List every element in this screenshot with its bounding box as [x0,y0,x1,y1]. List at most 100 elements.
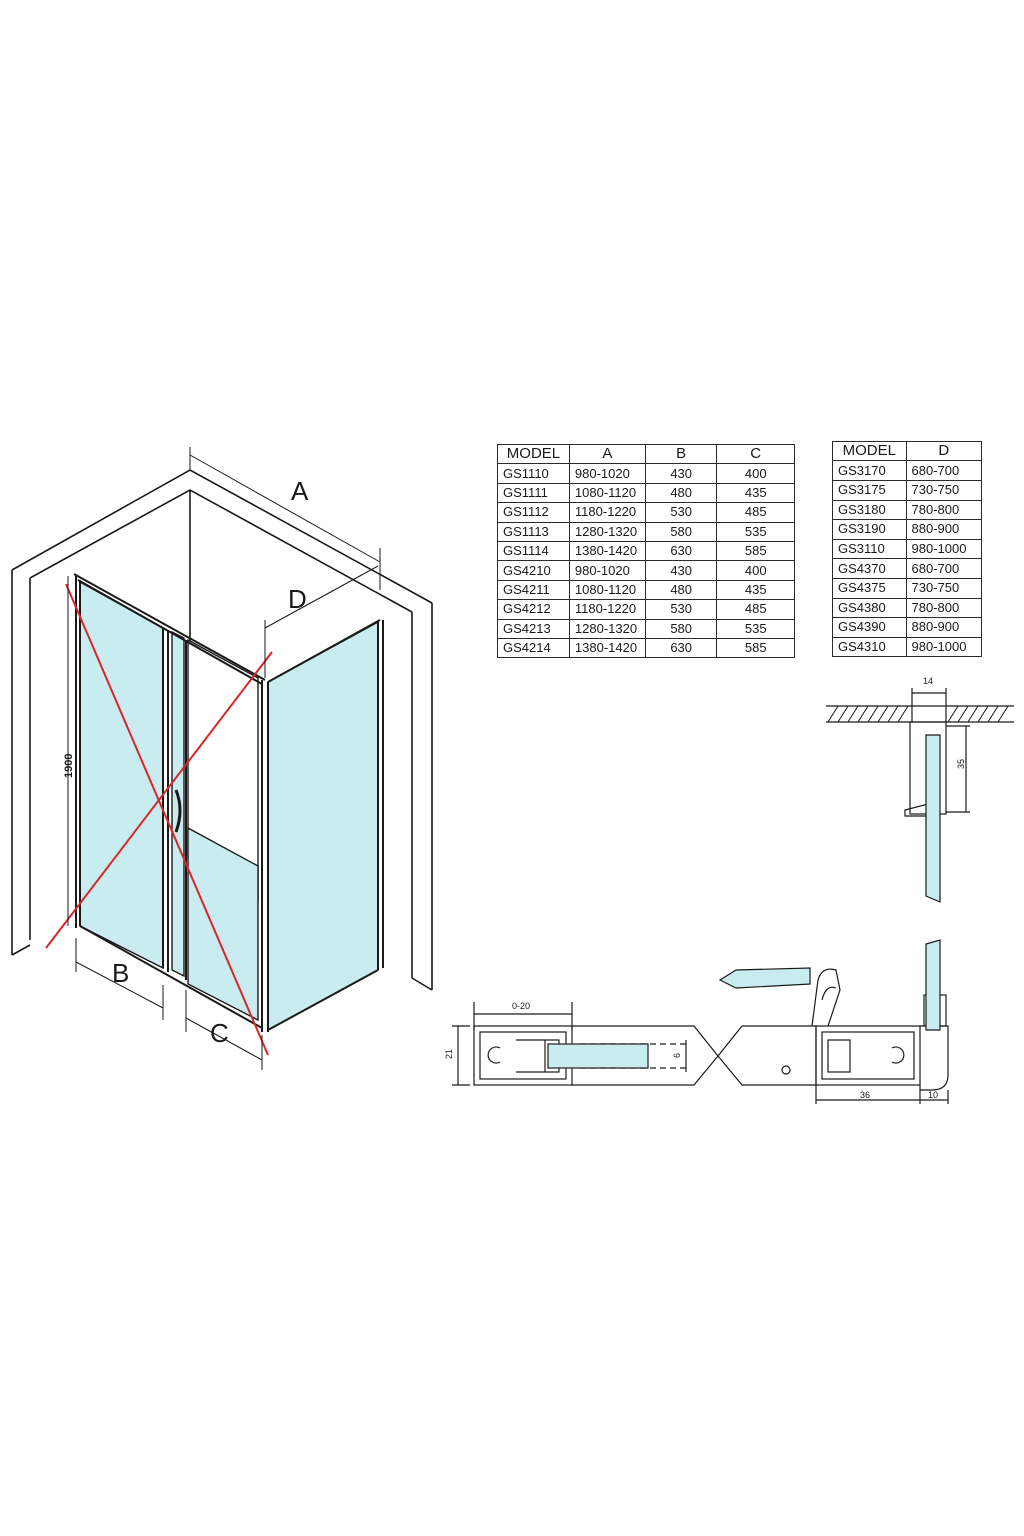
model-cell: GS1114 [497,540,570,562]
value-cell: 1280-1320 [568,521,646,542]
value-cell: 1080-1120 [568,482,646,504]
value-cell: 1080-1120 [568,579,646,601]
top-profile-detail [826,688,1014,817]
value-cell: 980-1000 [905,538,982,560]
value-cell: 585 [716,637,795,659]
header-c: C [716,443,795,465]
model-cell: GS1113 [497,521,570,542]
value-cell: 430 [644,463,718,484]
value-cell: 400 [716,560,795,581]
model-cell: GS4211 [497,579,570,601]
dimension-lines [67,447,381,1070]
value-cell: 435 [716,579,795,601]
header-b: B [644,443,718,465]
value-cell: 430 [644,560,718,581]
label-height: 1900 [63,754,75,778]
value-cell: 1180-1220 [568,502,646,523]
value-cell: 530 [644,502,718,523]
right-end-label: 10 [928,1090,938,1100]
value-cell: 880-900 [905,519,982,540]
value-cell: 535 [716,618,795,639]
model-cell: GS4212 [497,599,570,620]
value-cell: 680-700 [905,460,982,481]
value-cell: 730-750 [905,479,982,501]
label-A: A [291,476,309,506]
glass-panel-left [79,580,164,970]
model-cell: GS4213 [497,618,570,639]
left-gap-label: 0-20 [512,1001,530,1011]
value-cell: 680-700 [905,558,982,579]
value-cell: 880-900 [905,617,982,638]
table-header-row: MODEL A B C [497,443,795,465]
value-cell: 485 [716,502,795,523]
top-profile-glass [925,734,941,903]
value-cell: 980-1020 [568,463,646,484]
left-height-label: 21 [444,1049,454,1059]
model-cell: GS4390 [832,617,907,638]
value-cell: 630 [644,540,718,562]
value-cell: 580 [644,521,718,542]
glass-panel-door [171,630,185,978]
value-cell: 580 [644,618,718,639]
value-cell: 535 [716,521,795,542]
model-cell: GS4214 [497,637,570,659]
model-cell: GS4210 [497,560,570,581]
model-cell: GS3175 [832,479,907,501]
value-cell: 780-800 [905,499,982,521]
model-cell: GS1112 [497,502,570,523]
door-handle [174,789,182,833]
frame-profiles [73,573,384,1032]
top-width-label: 14 [923,676,933,686]
value-cell: 480 [644,579,718,601]
left-glass-label: 6 [672,1053,682,1058]
model-cell: GS4380 [832,597,907,619]
value-cell: 980-1020 [568,560,646,581]
glass-panel-inner-lower [187,826,259,1022]
value-cell: 630 [644,637,718,659]
value-cell: 1380-1420 [568,540,646,562]
model-cell: GS3190 [832,519,907,540]
wall-outline [11,469,433,991]
value-cell: 435 [716,482,795,504]
value-cell: 585 [716,540,795,562]
value-cell: 485 [716,599,795,620]
right-profile-detail [717,968,949,1104]
model-cell: GS1110 [497,463,570,484]
table-header-row: MODEL D [832,440,982,462]
header-model: MODEL [497,443,570,465]
model-cell: GS4310 [832,636,907,658]
value-cell: 400 [716,463,795,484]
value-cell: 1380-1420 [568,637,646,659]
model-cell: GS4375 [832,577,907,599]
value-cell: 1280-1320 [568,618,646,639]
left-profile-glass [547,1043,649,1069]
top-height-label: 35 [956,759,966,769]
label-D: D [288,584,307,614]
model-cell: GS1111 [497,482,570,504]
red-cross-marks [45,583,273,1056]
right-width-label: 36 [860,1090,870,1100]
header-a: A [568,443,646,465]
value-cell: 780-800 [905,597,982,619]
value-cell: 480 [644,482,718,504]
model-cell: GS3180 [832,499,907,521]
header-model: MODEL [832,440,907,462]
